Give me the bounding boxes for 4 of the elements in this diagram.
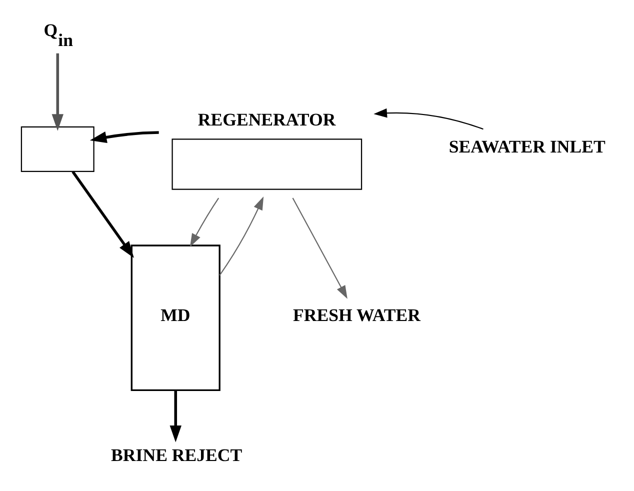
node-text: FRESH WATER — [293, 304, 420, 325]
node-text: BRINE REJECT — [111, 445, 242, 466]
node-text: SEAWATER INLET — [448, 136, 606, 156]
node-label: REGENERATOR — [198, 110, 336, 130]
